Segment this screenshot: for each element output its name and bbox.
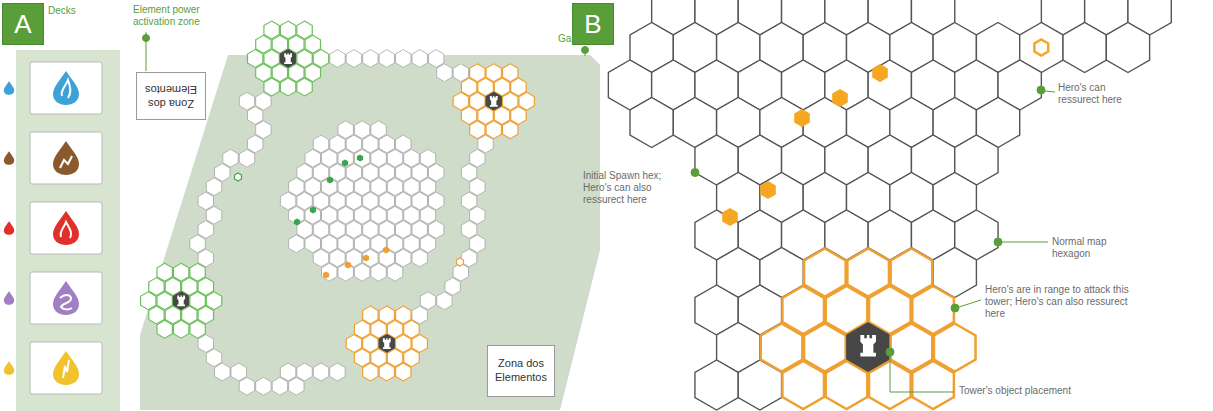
element-cards bbox=[30, 62, 102, 394]
callout-note: Normal map hexagon bbox=[1052, 236, 1127, 260]
callout-note: Initial Spawn hex; Hero's can also ressu… bbox=[583, 170, 688, 206]
hex-map-b bbox=[608, 0, 1171, 410]
deck-label: Decks bbox=[48, 5, 76, 17]
panel-tag: A bbox=[2, 3, 44, 45]
callout-note: Hero's can ressurect here bbox=[1058, 82, 1138, 106]
map-callout: Game Map bbox=[558, 33, 607, 45]
zone-callout: Element power activation zone bbox=[133, 4, 218, 28]
node-text: A bbox=[14, 11, 31, 37]
zone-box: Zona dos Elementos bbox=[136, 72, 206, 120]
deck-panel bbox=[16, 50, 120, 411]
callout-note: Tower's object placement bbox=[959, 385, 1071, 397]
zone-box: Zona dos Elementos bbox=[487, 345, 555, 397]
leader-lines bbox=[143, 32, 1056, 392]
node-text: Zona dos Elementos bbox=[137, 82, 205, 110]
node-text: Zona dos Elementos bbox=[488, 357, 554, 385]
small-element-icons bbox=[4, 81, 14, 375]
callout-note: Hero's are in range to attack this tower… bbox=[985, 284, 1135, 320]
map-ground bbox=[140, 55, 600, 410]
